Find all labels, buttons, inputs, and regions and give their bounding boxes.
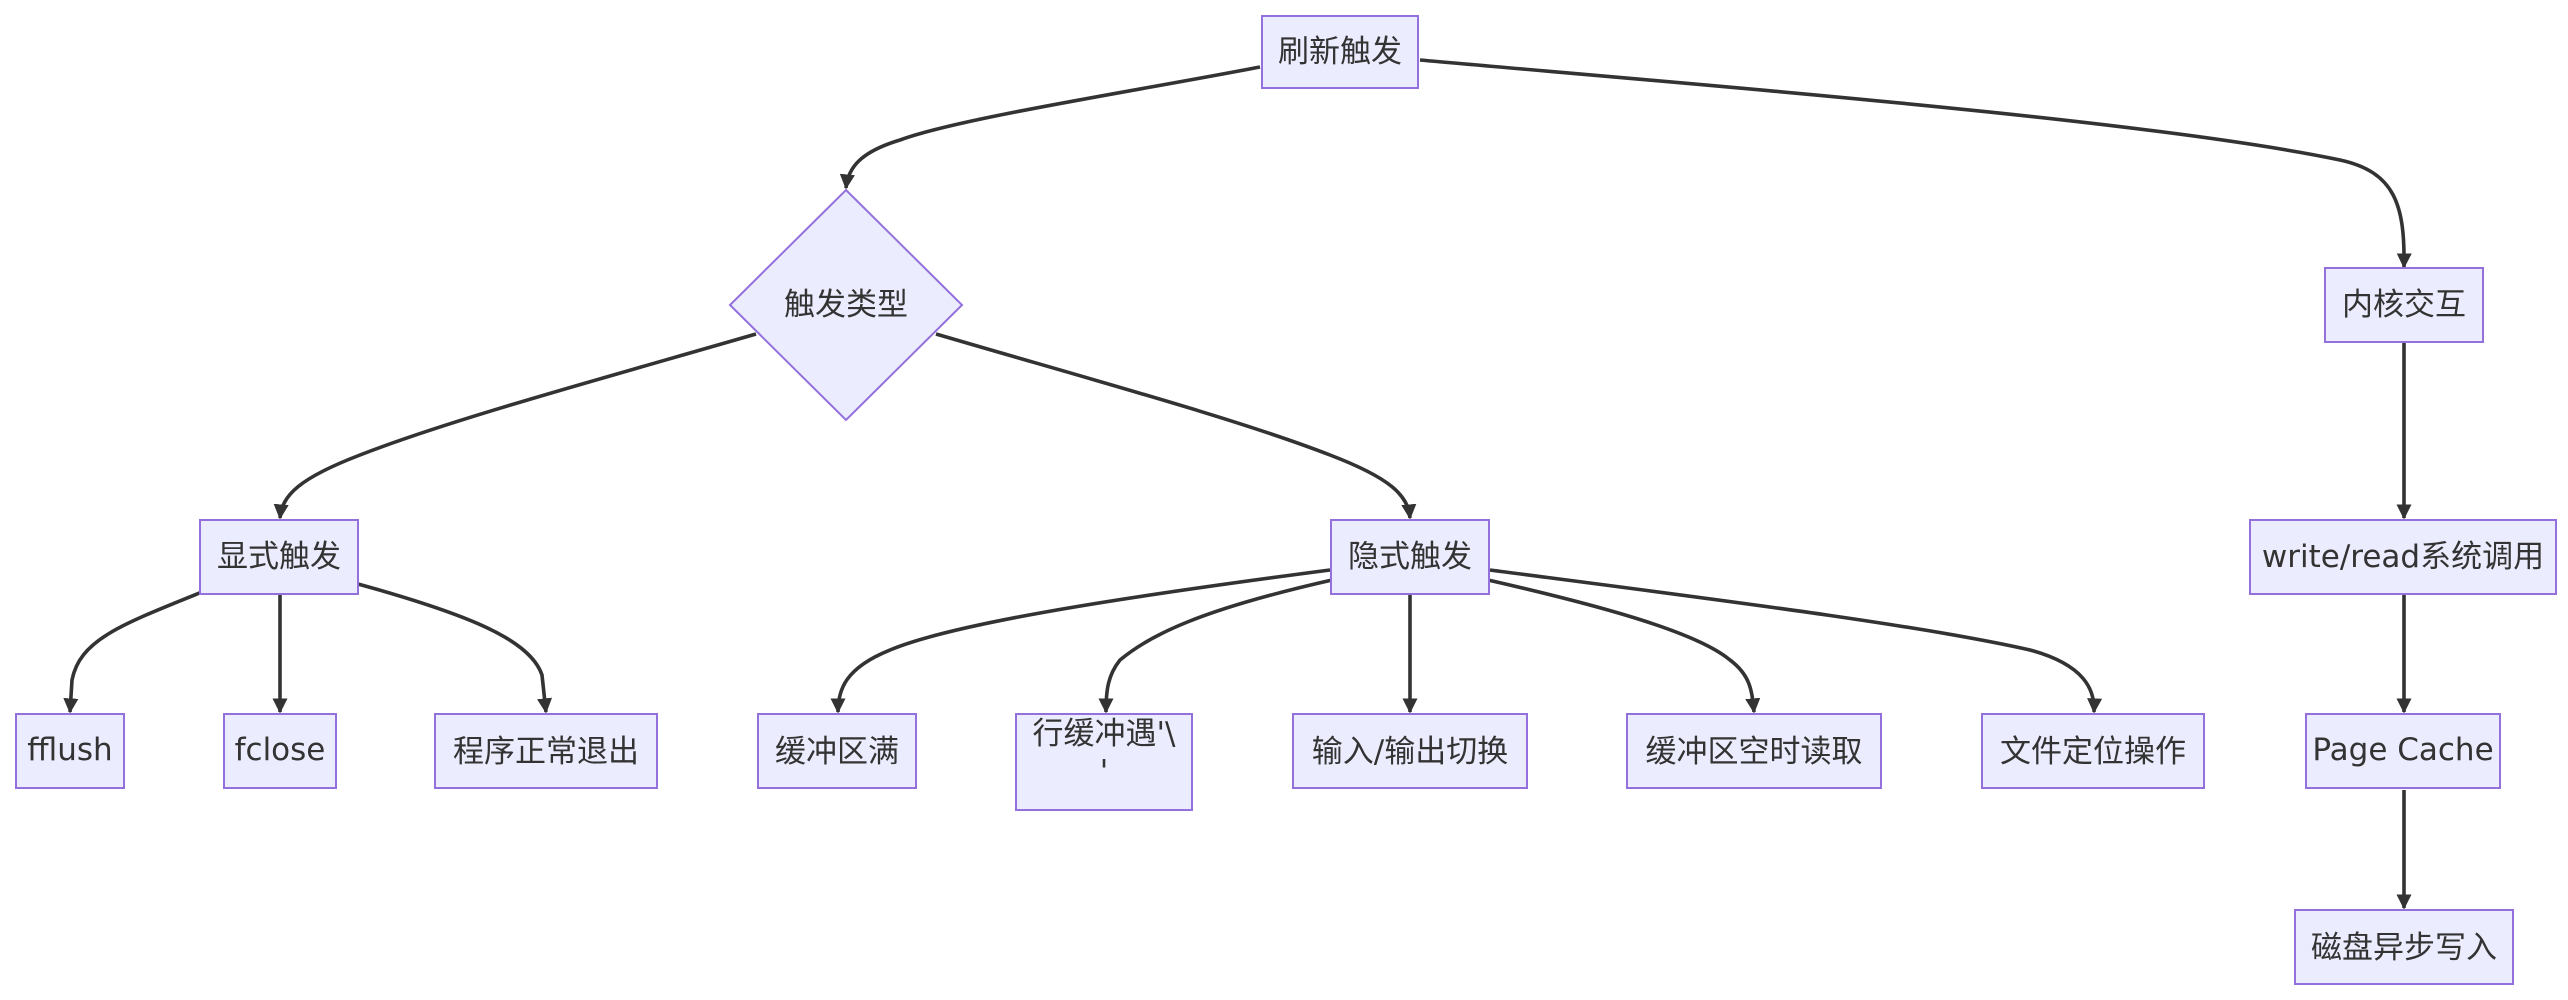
node-line-buffer-label-line2: ' [1100,754,1109,790]
node-page-cache: Page Cache [2305,713,2501,789]
node-normal-exit-label: 程序正常退出 [453,734,639,770]
node-root: 刷新触发 [1261,15,1419,89]
node-explicit: 显式触发 [199,519,359,595]
edge-root-to-trigger-type [839,65,1261,190]
node-line-buffer: 行缓冲遇'\ ' [1015,713,1193,811]
node-buffer-full-label: 缓冲区满 [775,734,899,770]
node-trigger-type-label: 触发类型 [784,287,908,323]
node-disk-write-label: 磁盘异步写入 [2311,930,2497,966]
edge-trigger-type-to-implicit [935,332,1417,520]
node-kernel-label: 内核交互 [2342,287,2466,323]
node-fflush-label: fflush [27,732,112,768]
node-disk-write: 磁盘异步写入 [2294,909,2514,985]
node-fclose-label: fclose [235,732,326,768]
node-fclose: fclose [223,713,337,789]
edges [63,58,2412,910]
edge-explicit-to-fflush [63,590,203,714]
node-io-switch: 输入/输出切换 [1292,713,1528,789]
node-root-label: 刷新触发 [1278,34,1402,70]
node-explicit-label: 显式触发 [217,539,341,575]
node-syscall-label: write/read系统调用 [2262,539,2544,575]
node-page-cache-label: Page Cache [2312,732,2493,768]
edge-implicit-to-buffer-empty-read [1487,578,1761,714]
node-file-seek: 文件定位操作 [1981,713,2205,789]
edge-implicit-to-line-buffer [1098,578,1333,714]
edge-trigger-type-to-explicit [273,332,757,520]
node-fflush: fflush [15,713,125,789]
node-trigger-type: 触发类型 [728,188,964,422]
edge-implicit-to-buffer-full [830,568,1331,714]
node-buffer-empty-read: 缓冲区空时读取 [1626,713,1882,789]
node-file-seek-label: 文件定位操作 [2000,734,2186,770]
node-normal-exit: 程序正常退出 [434,713,658,789]
node-syscall: write/read系统调用 [2249,519,2557,595]
edge-explicit-to-normal-exit [357,582,553,714]
node-line-buffer-label-line1: 行缓冲遇'\ [1033,716,1177,752]
node-buffer-full: 缓冲区满 [757,713,917,789]
node-kernel: 内核交互 [2324,267,2484,343]
node-buffer-empty-read-label: 缓冲区空时读取 [1646,734,1863,770]
edge-implicit-to-file-seek [1489,568,2103,714]
node-implicit: 隐式触发 [1330,519,1490,595]
node-io-switch-label: 输入/输出切换 [1312,734,1508,770]
node-implicit-label: 隐式触发 [1348,539,1472,575]
edge-root-to-kernel [1419,58,2412,269]
